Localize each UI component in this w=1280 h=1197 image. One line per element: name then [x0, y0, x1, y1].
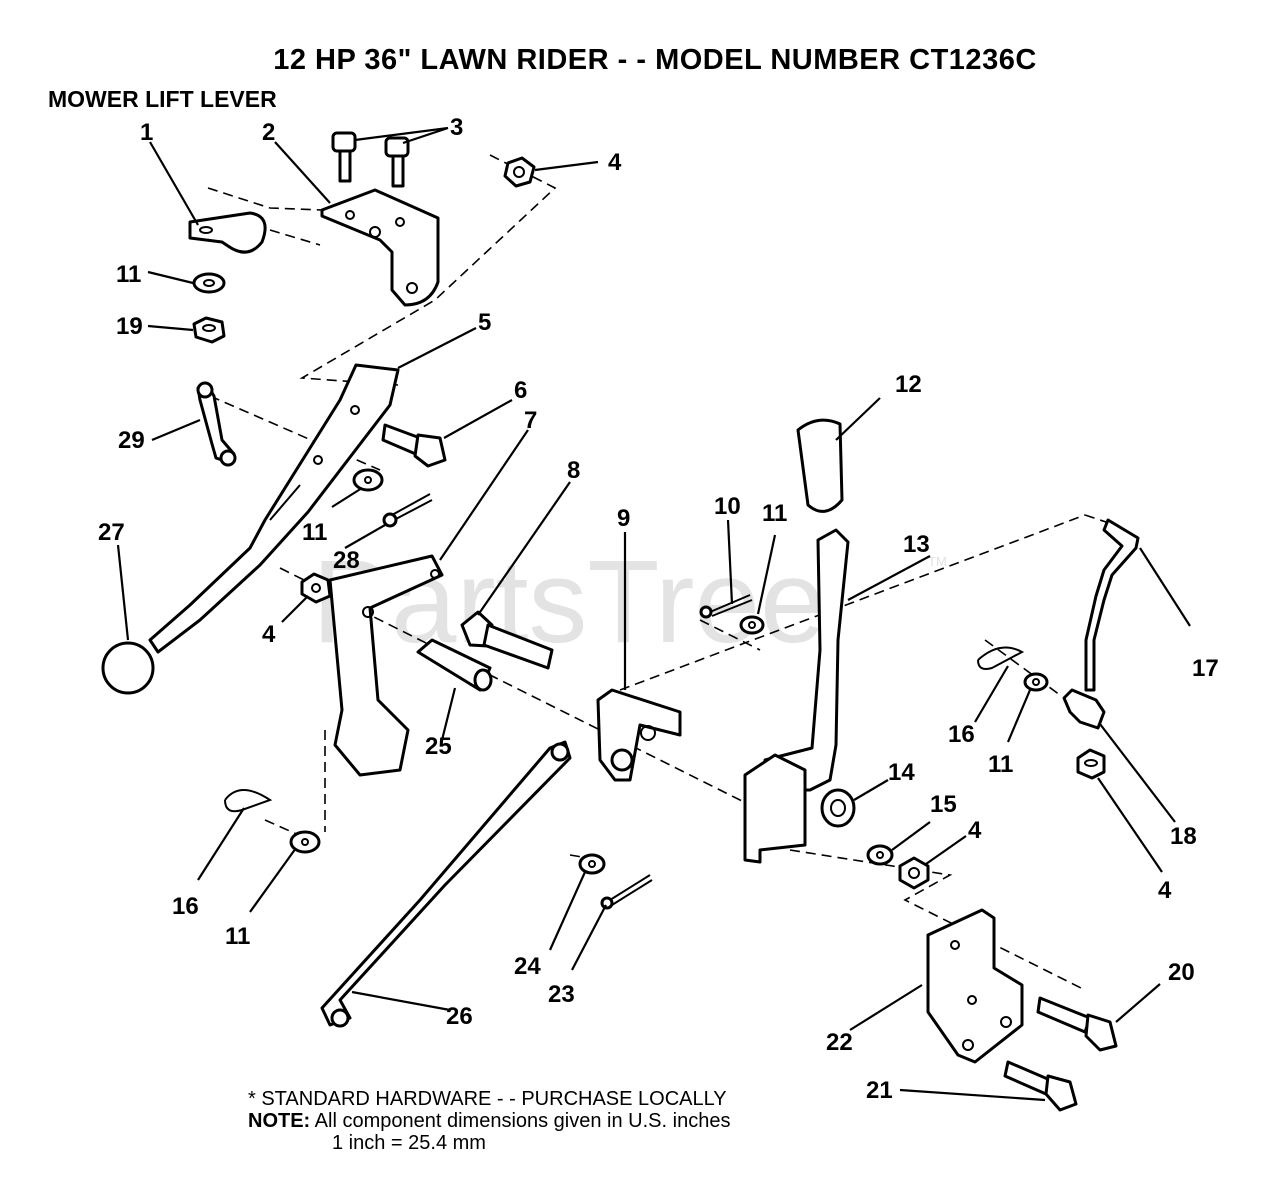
- callout-15: 15: [930, 791, 957, 818]
- callout-21: 21: [866, 1077, 893, 1104]
- part-bracket-2: [320, 188, 440, 307]
- callout-11-mid: 11: [302, 519, 327, 546]
- part-lever-5: [148, 363, 400, 654]
- callout-2: 2: [262, 119, 275, 146]
- callout-20: 20: [1168, 959, 1195, 986]
- part-plate-7: [328, 554, 444, 777]
- part-bracket-9: [596, 688, 682, 782]
- callout-19: 19: [116, 313, 143, 340]
- part-bolt-20: [1036, 996, 1118, 1052]
- part-bolt-21: [1003, 1060, 1078, 1112]
- callout-11-far-right: 11: [988, 751, 1013, 778]
- part-bracket-22: [926, 908, 1024, 1064]
- callout-8: 8: [567, 457, 580, 484]
- callout-24: 24: [514, 953, 541, 980]
- hardware-note: * STANDARD HARDWARE - - PURCHASE LOCALLY: [248, 1088, 727, 1110]
- part-washer-11: [192, 272, 226, 294]
- callout-18: 18: [1170, 823, 1197, 850]
- watermark: PartsTree: [312, 536, 826, 668]
- part-grip-12: [796, 418, 844, 513]
- callout-10: 10: [714, 493, 741, 520]
- callout-28: 28: [333, 547, 360, 574]
- callout-7: 7: [524, 407, 537, 434]
- part-hairpin-16: [224, 789, 273, 813]
- callout-5: 5: [478, 309, 491, 336]
- conversion-note: 1 inch = 25.4 mm: [332, 1132, 486, 1154]
- callout-4-top: 4: [608, 149, 622, 176]
- callout-22: 22: [826, 1029, 853, 1056]
- callout-4-lower: 4: [968, 817, 982, 844]
- callout-25: 25: [425, 733, 452, 760]
- part-rod-26: [320, 740, 572, 1028]
- part-washer-11-bottom: [289, 830, 321, 854]
- callout-23: 23: [548, 981, 575, 1008]
- part-bolt-8: [460, 610, 554, 670]
- callout-16-left: 16: [172, 893, 199, 920]
- callout-17: 17: [1192, 655, 1219, 682]
- callout-4-far-right: 4: [1158, 877, 1172, 904]
- part-nut-4-far-right: [1076, 748, 1106, 780]
- callout-14: 14: [888, 759, 915, 786]
- part-bolt-6: [381, 423, 447, 468]
- part-washer-11-right: [739, 615, 765, 635]
- diagram-subtitle: MOWER LIFT LEVER: [48, 86, 277, 112]
- dimension-note: NOTE: All component dimensions given in …: [248, 1110, 730, 1132]
- callout-16-right: 16: [948, 721, 975, 748]
- part-washer-15: [866, 844, 894, 866]
- leader-lines: [116, 126, 1191, 1102]
- note-text: All component dimensions given in U.S. i…: [314, 1110, 731, 1132]
- part-lever-13: [743, 528, 850, 864]
- part-washer-24: [578, 853, 606, 875]
- part-nut-19: [192, 316, 226, 344]
- callout-13: 13: [903, 531, 930, 558]
- part-washer-11-far-right: [1023, 672, 1049, 692]
- note-label: NOTE:: [248, 1110, 311, 1132]
- watermark-trademark: TM: [928, 554, 947, 569]
- part-nut-4-top: [503, 156, 536, 188]
- callout-11-right: 11: [762, 500, 787, 527]
- callout-11-bottom: 11: [225, 923, 250, 950]
- part-rod-17: [1084, 518, 1140, 692]
- callout-12: 12: [895, 371, 922, 398]
- part-pin-23: [600, 874, 653, 910]
- diagram-title: 12 HP 36" LAWN RIDER - - MODEL NUMBER CT…: [273, 44, 1037, 76]
- callout-6: 6: [514, 377, 527, 404]
- part-nut-4-lower: [898, 856, 930, 890]
- part-hairpin-16-right: [977, 646, 1025, 670]
- callout-3: 3: [450, 114, 463, 141]
- part-washer-11-mid: [352, 468, 384, 492]
- callout-26: 26: [446, 1003, 473, 1030]
- callout-11-top: 11: [116, 261, 141, 288]
- footnotes: * STANDARD HARDWARE - - PURCHASE LOCALLY…: [248, 1088, 730, 1154]
- part-spacer-25: [416, 638, 493, 692]
- part-bolt-3: [331, 131, 410, 188]
- assembly-lines: [207, 154, 1116, 991]
- callout-labels: 1 2 3 4 4 4 4 5 6 7 8 9 10 11 11 11 11 1…: [98, 114, 1219, 1104]
- part-grip-27: [101, 641, 155, 695]
- callout-9: 9: [617, 505, 630, 532]
- part-ferrule-18: [1062, 688, 1106, 730]
- callout-4-left: 4: [262, 621, 276, 648]
- part-bushing-14: [820, 788, 856, 828]
- part-clip-1: [188, 211, 267, 254]
- callout-1: 1: [140, 119, 153, 146]
- callout-29: 29: [118, 427, 145, 454]
- part-pin-10: [699, 594, 753, 619]
- callout-27: 27: [98, 519, 125, 546]
- part-pin-28: [382, 493, 433, 528]
- part-link-29: [196, 381, 237, 467]
